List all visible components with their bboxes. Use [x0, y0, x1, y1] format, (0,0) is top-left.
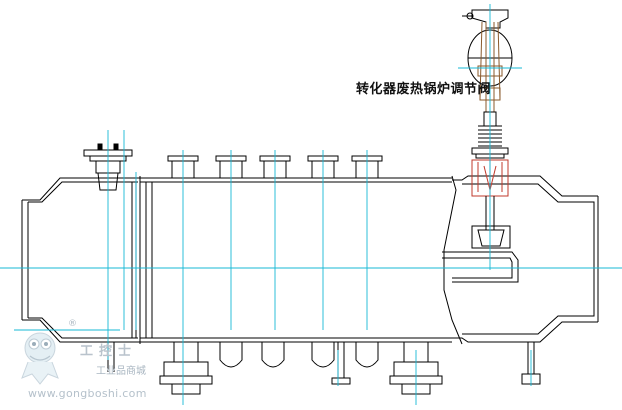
watermark-url: www.gongboshi.com	[28, 387, 147, 400]
bottom-nozzles	[107, 342, 541, 395]
centerlines	[0, 4, 622, 405]
control-valve	[462, 9, 513, 249]
watermark-brand: 工控士	[80, 344, 138, 359]
watermark-registered: ®	[68, 319, 77, 329]
diagram-title: 转化器废热锅炉调节阀	[356, 82, 492, 97]
watermark-logo	[21, 332, 59, 385]
watermark-subtitle: 工业品商城	[96, 366, 146, 377]
